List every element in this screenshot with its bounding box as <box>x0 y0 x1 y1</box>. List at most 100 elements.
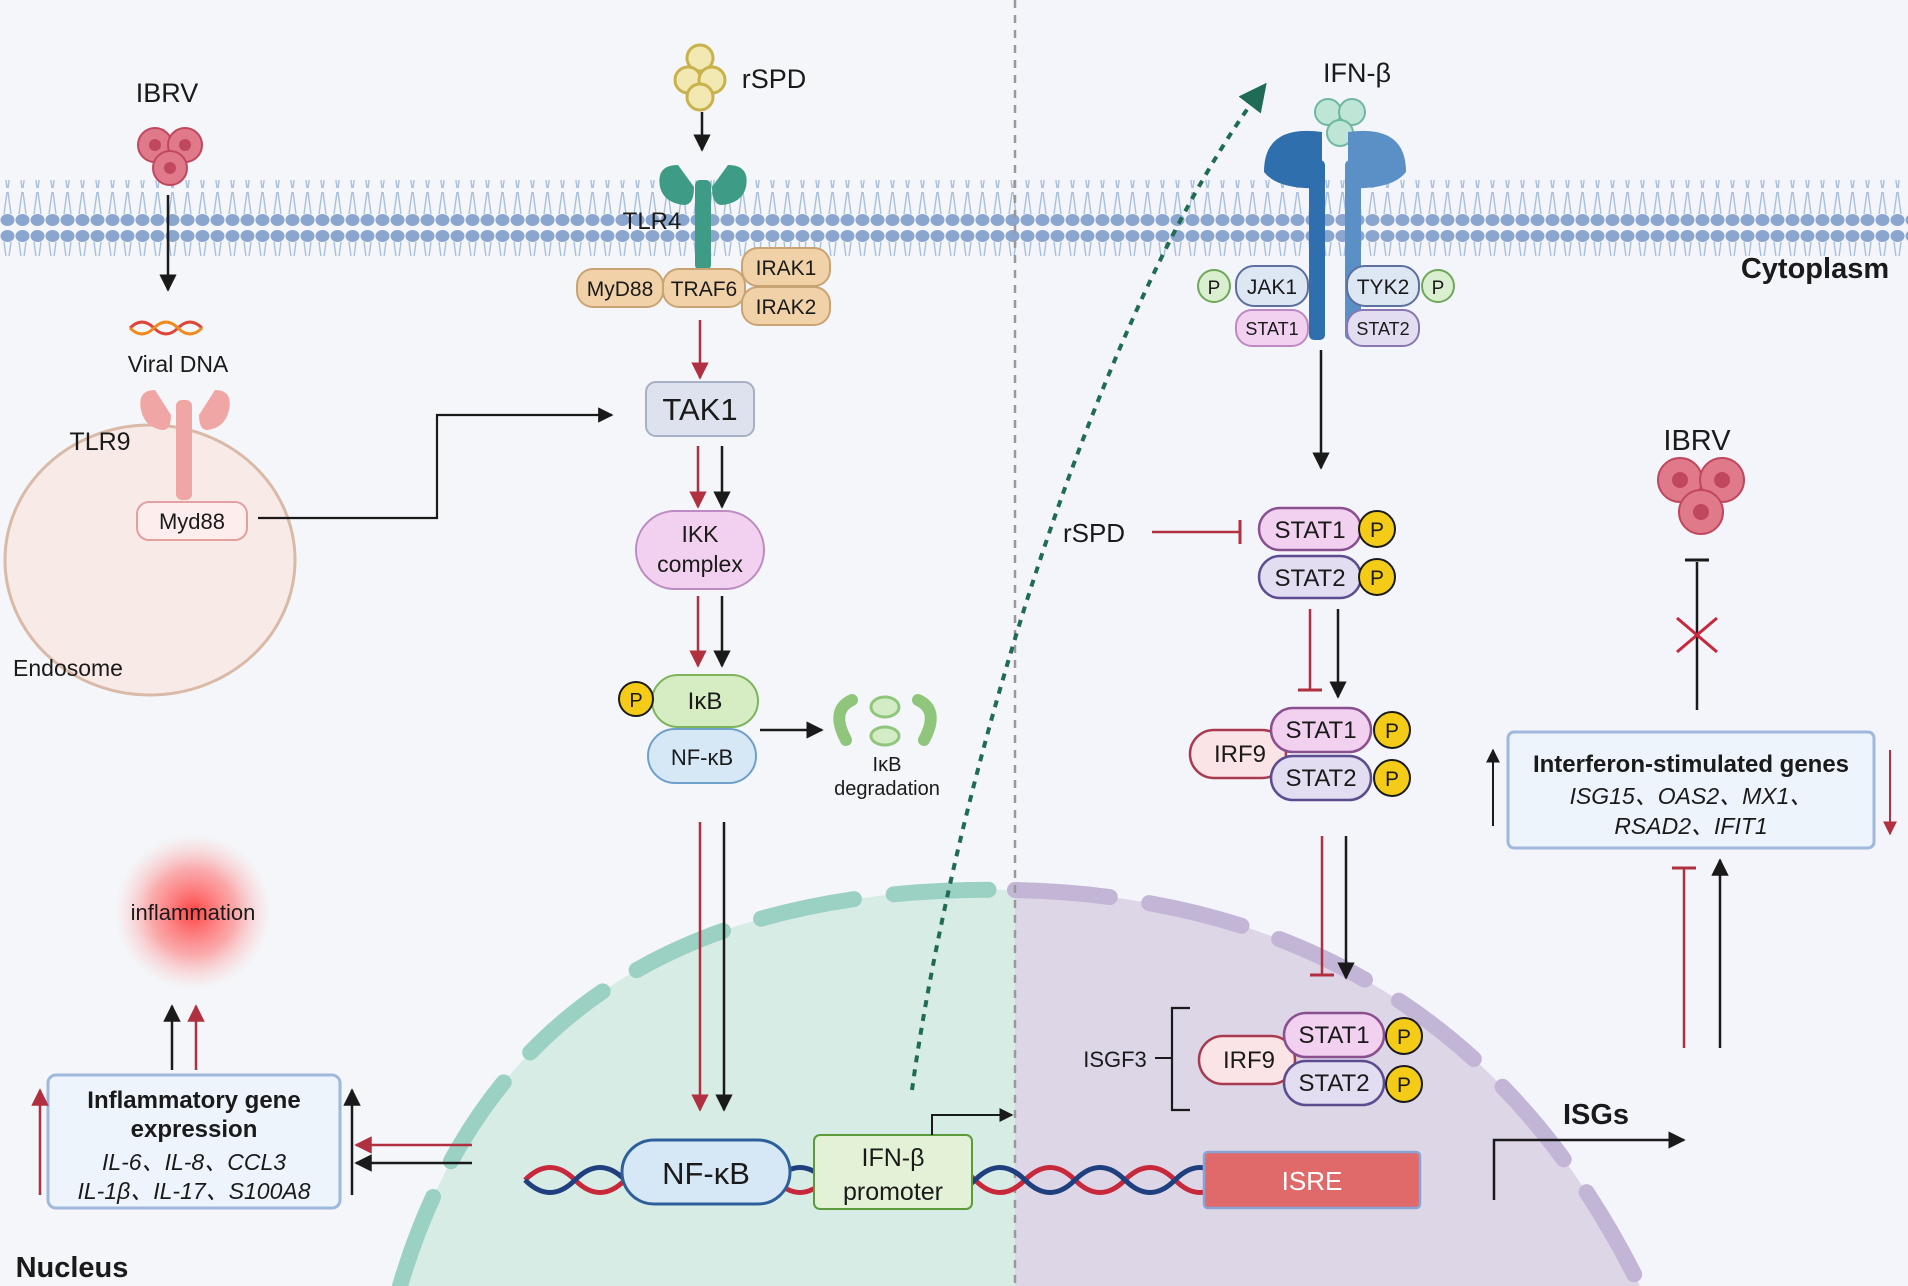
ifnb-ligand-icon <box>1314 98 1366 147</box>
jak1-phospho-badge <box>1197 269 1231 303</box>
traf6-box <box>662 268 746 308</box>
tlr4-receptor-icon <box>659 165 747 270</box>
pstat1-p-label: P <box>1370 519 1384 542</box>
rspd-mid-label: rSPD <box>1063 518 1125 548</box>
ikb-deg-line1: IκB <box>873 754 902 776</box>
tak1-box <box>645 381 755 437</box>
myd88-to-tak1-arrow <box>258 407 614 520</box>
inflammation-glow <box>115 834 271 990</box>
inflammatory-box <box>46 1073 342 1210</box>
tyk2-phospho-badge <box>1421 269 1455 303</box>
isgf3-stat2-label: STAT2 <box>1298 1070 1369 1097</box>
ikk-complex-box <box>635 510 765 590</box>
tlr4-label: TLR4 <box>623 208 682 235</box>
ikk-line2: complex <box>657 551 743 577</box>
irf9-stat2-label-1: STAT2 <box>1285 765 1356 792</box>
promoter-transcription-arrow <box>931 1108 1014 1135</box>
jak1-label: JAK1 <box>1247 276 1297 299</box>
isgf3-stat2-p-badge <box>1385 1065 1423 1103</box>
irf9-stat1-label-1: STAT1 <box>1285 717 1356 744</box>
irf9-stat1-box-1 <box>1269 706 1373 754</box>
tlr9-label: TLR9 <box>69 428 130 456</box>
pstat1-label: STAT1 <box>1274 517 1345 544</box>
jak1-p-label: P <box>1208 278 1221 299</box>
nfkb-nuclear-label: NF-κB <box>662 1156 750 1191</box>
rspd-icon <box>673 43 727 112</box>
irak1-label: IRAK1 <box>756 257 817 280</box>
pstat2-label: STAT2 <box>1274 565 1345 592</box>
stat2-receptor-label: STAT2 <box>1356 319 1409 339</box>
myd88-label: MyD88 <box>587 278 654 301</box>
pstat2-p-badge <box>1358 558 1396 596</box>
stat2-receptor-box <box>1346 309 1420 347</box>
irak2-box <box>741 286 831 326</box>
ibrv-left-label: IBRV <box>136 78 199 108</box>
irf9-box-1 <box>1188 728 1288 780</box>
isgs-transcription-arrow <box>1492 1131 1686 1200</box>
myd88-endo-label: Myd88 <box>159 509 225 534</box>
tyk2-label: TYK2 <box>1357 276 1410 299</box>
inflammatory-genes-line1: IL-6、IL-8、CCL3 <box>102 1149 286 1175</box>
isgf3-stat1-box <box>1282 1011 1386 1059</box>
pstat1-p-badge <box>1358 510 1396 548</box>
blocked-x-stroke-2 <box>1676 616 1718 654</box>
ikb-phospho-badge <box>618 681 654 717</box>
nfkb-cyto-label: NF-κB <box>671 745 733 770</box>
inflammation-label: inflammation <box>131 900 256 925</box>
ifnb-promoter-box <box>813 1134 973 1210</box>
ikb-degradation-icon <box>833 694 937 747</box>
ikb-p-label: P <box>629 690 642 712</box>
isre-box <box>1202 1150 1422 1210</box>
inflammatory-genes-line2: IL-1β、IL-17、S100A8 <box>77 1178 310 1204</box>
isre-label: ISRE <box>1282 1166 1343 1196</box>
traf6-label: TRAF6 <box>671 278 738 301</box>
isgf3-stat1-p-badge <box>1385 1017 1423 1055</box>
ifnb-promoter-line1: IFN-β <box>862 1144 925 1172</box>
stat1-receptor-label: STAT1 <box>1245 319 1298 339</box>
ikb-deg-line2: degradation <box>834 778 940 800</box>
irf9-label-2: IRF9 <box>1223 1047 1275 1074</box>
virus-icon <box>1657 457 1745 535</box>
tyk2-box <box>1346 265 1420 307</box>
jak1-box <box>1235 265 1309 307</box>
isg-title: Interferon-stimulated genes <box>1533 751 1849 778</box>
rspd-top-label: rSPD <box>742 64 807 94</box>
irf9-stat1-p-label-1: P <box>1385 720 1399 743</box>
tlr9-receptor-icon <box>140 390 230 500</box>
isgf3-stat2-box <box>1282 1059 1386 1107</box>
cell-membrane <box>0 180 1908 256</box>
isgf3-stat1-p-label: P <box>1397 1026 1411 1049</box>
ifnb-secretion-arrow <box>910 82 1267 1091</box>
ifnb-promoter-line2: promoter <box>843 1178 943 1206</box>
tyk2-p-label: P <box>1432 278 1445 299</box>
isg-box <box>1506 730 1876 850</box>
irf9-stat2-p-label-1: P <box>1385 768 1399 791</box>
irf9-stat2-p-badge-1 <box>1373 759 1411 797</box>
ibrv-right-label: IBRV <box>1663 425 1731 457</box>
ikb-label: IκB <box>688 688 723 715</box>
irak2-label: IRAK2 <box>756 296 817 319</box>
irf9-stat2-box-1 <box>1269 754 1373 802</box>
isgf3-label: ISGF3 <box>1083 1047 1147 1072</box>
isg-genes-line2: RSAD2、IFIT1 <box>1614 813 1767 839</box>
irf9-label-1: IRF9 <box>1214 741 1266 768</box>
virus-icon <box>137 127 203 186</box>
myd88-endo-box <box>136 501 248 541</box>
pstat2-p-label: P <box>1370 567 1384 590</box>
viral-dna-label: Viral DNA <box>128 351 229 377</box>
nfkb-cyto-box <box>647 728 757 784</box>
nucleus-label: Nucleus <box>16 1252 129 1284</box>
viral-dna-icon <box>128 320 204 336</box>
nfkb-nuclear-box <box>620 1138 792 1206</box>
isgf3-stat2-p-label: P <box>1397 1074 1411 1097</box>
ikk-line1: IKK <box>681 521 719 547</box>
irf9-box-2 <box>1197 1034 1297 1086</box>
inflammatory-title-line2: expression <box>131 1116 258 1143</box>
ifnb-top-label: IFN-β <box>1323 58 1391 88</box>
irf9-stat1-p-badge-1 <box>1373 711 1411 749</box>
isgs-label: ISGs <box>1563 1099 1629 1131</box>
isg-genes-line1: ISG15、OAS2、MX1、 <box>1570 783 1813 809</box>
cytoplasm-label: Cytoplasm <box>1741 253 1889 285</box>
